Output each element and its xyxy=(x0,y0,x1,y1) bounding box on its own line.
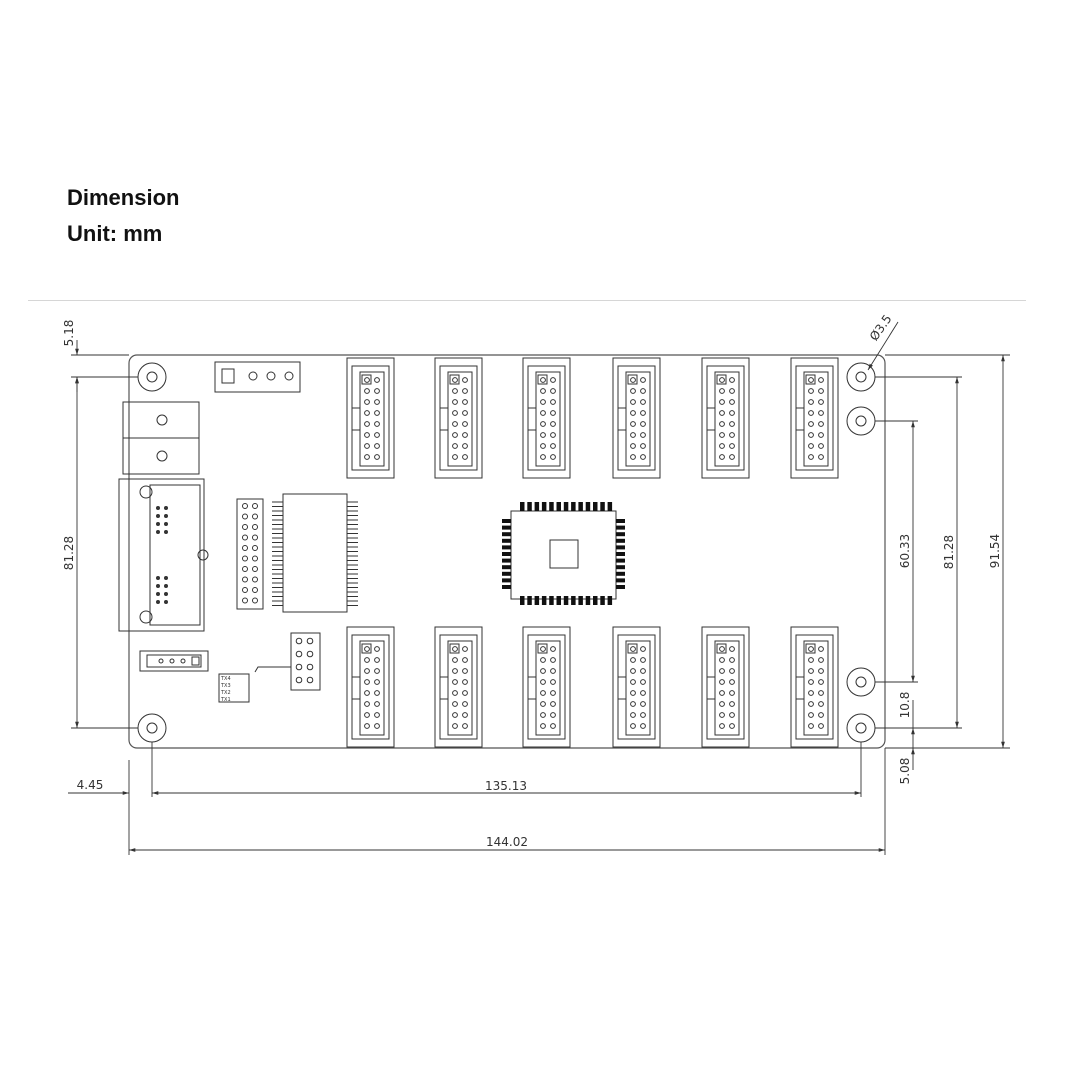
hub-connector-top-2 xyxy=(434,357,483,479)
hub-connector-top-6 xyxy=(790,357,839,479)
power-terminal xyxy=(214,361,301,393)
mounting-hole-top-left xyxy=(137,362,167,392)
dim-hole-span-right: 81.28 xyxy=(942,535,956,569)
pin-header xyxy=(236,498,264,610)
hub-connector-top-1 xyxy=(346,357,395,479)
dim-hole-diameter: Ø3.5 xyxy=(867,312,895,343)
dim-hole-inset-left: 4.45 xyxy=(77,778,104,792)
dim-hole-spacing-right-lower: 10.8 xyxy=(898,692,912,719)
hub-connector-bottom-3 xyxy=(522,626,571,748)
dim-hole-span-right-inner: 60.33 xyxy=(898,534,912,568)
mounting-hole-bottom-left xyxy=(137,713,167,743)
board-outline xyxy=(128,354,886,749)
dim-board-width: 144.02 xyxy=(486,835,528,849)
svg-text:TX1: TX1 xyxy=(220,697,231,703)
diagram-title: Dimension xyxy=(67,185,180,210)
hub-connector-bottom-1 xyxy=(346,626,395,748)
mounting-hole-bottom-right xyxy=(846,713,876,743)
svg-text:TX3: TX3 xyxy=(220,683,231,689)
hub-connector-bottom-4 xyxy=(612,626,661,748)
dim-board-height: 91.54 xyxy=(988,534,1002,568)
dim-hole-span-vertical-left: 81.28 xyxy=(62,536,76,570)
main-processor-chip xyxy=(502,502,625,605)
svg-text:TX2: TX2 xyxy=(220,690,231,696)
unit-label: Unit: mm xyxy=(67,221,163,246)
hub-connector-bottom-2 xyxy=(434,626,483,748)
mounting-hole-top-right xyxy=(846,362,876,392)
svg-text:TX4: TX4 xyxy=(220,676,231,682)
dim-hole-span-horizontal: 135.13 xyxy=(485,779,527,793)
dimension-lines xyxy=(68,321,1010,855)
hub-connector-top-4 xyxy=(612,357,661,479)
buffer-ic xyxy=(272,493,358,613)
dim-hole-offset-top: 5.18 xyxy=(62,320,76,347)
hub-connector-top-5 xyxy=(701,357,750,479)
hub-connector-bottom-6 xyxy=(790,626,839,748)
mounting-hole-top-right-2 xyxy=(846,406,876,436)
mounting-hole-bottom-right-2 xyxy=(846,667,876,697)
small-connector xyxy=(139,650,209,672)
hub-connector-bottom-5 xyxy=(701,626,750,748)
jumper-header: TX4 TX3 TX2 TX1 xyxy=(218,632,321,703)
hub-connectors-bottom xyxy=(346,626,839,748)
hub-connector-top-3 xyxy=(522,357,571,479)
dim-hole-offset-bottom: 5.08 xyxy=(898,758,912,785)
divider-line xyxy=(28,300,1026,301)
ethernet-ports xyxy=(118,401,209,632)
hub-connectors-top xyxy=(346,357,839,479)
